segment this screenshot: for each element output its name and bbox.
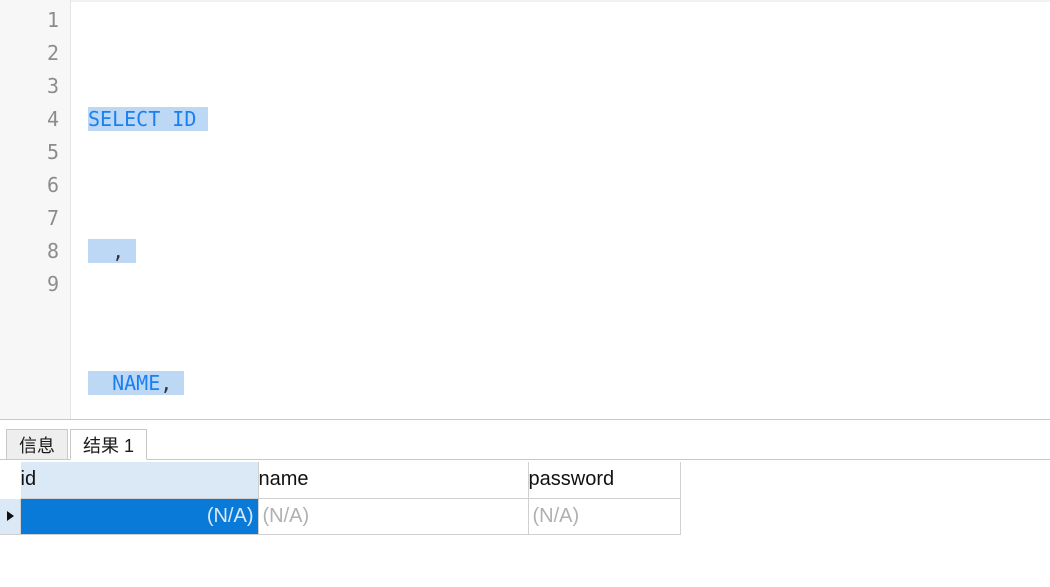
cell-id[interactable]: (N/A) [20, 498, 259, 535]
sql-punctuation: , [88, 239, 125, 263]
table-row[interactable]: (N/A) (N/A) (N/A) [0, 498, 681, 535]
column-header-password[interactable]: password [528, 462, 681, 499]
line-number: 4 [46, 107, 59, 131]
table-header: id name password [0, 462, 681, 499]
line-number-column: 1 2 3 4 5 6 7 8 9 [0, 4, 59, 301]
trailing-space [124, 239, 136, 263]
tab-label: 结果 1 [83, 435, 135, 456]
header-row: id name password [0, 462, 681, 499]
tab-label: 信息 [19, 435, 55, 456]
sql-identifier: NAME [88, 371, 161, 395]
line-number: 6 [46, 173, 59, 197]
row-marker-cell[interactable] [0, 498, 21, 535]
sql-punctuation: , [160, 371, 173, 395]
tab-result-1[interactable]: 结果 1 [70, 429, 148, 460]
sql-editor[interactable]: 1 2 3 4 5 6 7 8 9 SELECT ID , NAME, PASS… [0, 0, 1050, 420]
trailing-space [172, 371, 184, 395]
editor-top-edge [0, 0, 1050, 2]
code-line-2[interactable]: , [88, 235, 1050, 268]
line-number: 1 [46, 8, 59, 32]
tab-info[interactable]: 信息 [6, 429, 68, 460]
line-number: 5 [46, 140, 59, 164]
sql-identifier: ID [160, 107, 197, 131]
code-line-1[interactable]: SELECT ID [88, 103, 1050, 136]
line-number: 3 [46, 74, 59, 98]
row-indicator-triangle-icon [7, 511, 14, 521]
line-number: 8 [46, 239, 59, 263]
code-content[interactable]: SELECT ID , NAME, PASSWORD FROM t_user W… [88, 4, 1050, 419]
cell-password[interactable]: (N/A) [528, 498, 681, 535]
line-number: 9 [46, 272, 59, 296]
editor-gutter: 1 2 3 4 5 6 7 8 9 [0, 0, 71, 419]
result-table: id name password (N/A) (N/A) (N/A) [0, 462, 681, 535]
sql-keyword: SELECT [88, 107, 161, 131]
cell-name[interactable]: (N/A) [258, 498, 529, 535]
trailing-space [196, 107, 208, 131]
line-number: 7 [46, 206, 59, 230]
grid-corner-cell[interactable] [0, 462, 21, 499]
result-grid[interactable]: id name password (N/A) (N/A) (N/A) [0, 462, 1050, 587]
column-header-id[interactable]: id [20, 462, 259, 499]
result-tabstrip: 信息 结果 1 [0, 421, 1050, 460]
table-body: (N/A) (N/A) (N/A) [0, 498, 681, 535]
code-line-3[interactable]: NAME, [88, 367, 1050, 400]
column-header-name[interactable]: name [258, 462, 529, 499]
line-number: 2 [46, 41, 59, 65]
